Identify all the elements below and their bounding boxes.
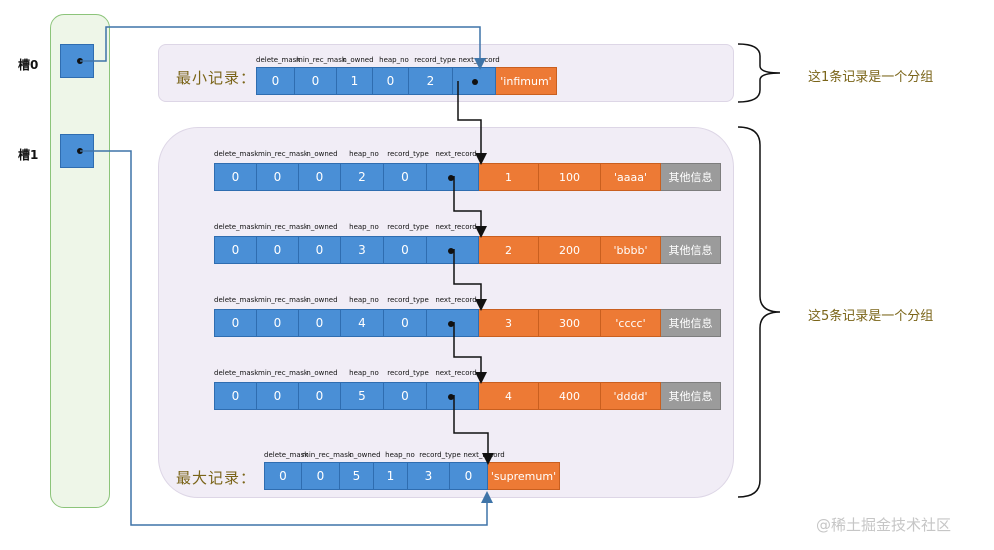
slot-directory [50,14,110,508]
pointer-dot [448,248,454,254]
record-type-cell: 0 [384,163,427,191]
group-1-label: 这5条记录是一个分组 [808,309,934,324]
heap-no-cell: 0 [373,67,409,95]
delete-mask-cell: 0 [214,382,257,410]
id-cell: 3 [479,309,539,337]
str-cell: 'cccc' [601,309,661,337]
heap-no-cell: 5 [341,382,384,410]
n-owned-cell: 0 [299,236,341,264]
delete-mask-cell: 0 [214,236,257,264]
next-record-cell: 0 [450,462,488,490]
supremum-name-cell: 'supremum' [488,462,560,490]
record-4-next-pointer [453,395,494,465]
record-type-cell: 3 [408,462,450,490]
supremum-record: 0 0 5 1 3 0 'supremum' [264,462,560,490]
min-rec-mask-cell: 0 [295,67,337,95]
record-2-next-pointer [453,249,487,311]
group-1-brace [737,126,781,498]
delete-mask-cell: 0 [214,163,257,191]
slot-0-pointer [80,26,486,70]
watermark: @稀土掘金技术社区 [816,516,952,534]
next-record-cell [427,163,479,191]
delete-mask-cell: 0 [214,309,257,337]
other-info-cell: 其他信息 [661,382,721,410]
pointer-dot [448,321,454,327]
supremum-label: 最大记录： [176,469,257,487]
record-type-cell: 0 [384,236,427,264]
str-cell: 'aaaa' [601,163,661,191]
infimum-next-pointer [457,81,487,165]
n-owned-cell: 5 [340,462,374,490]
record-type-cell: 2 [409,67,453,95]
record-1-next-pointer [453,176,487,238]
pointer-dot [448,394,454,400]
group-0-brace [737,43,781,103]
heap-no-cell: 4 [341,309,384,337]
infimum-name-cell: 'infimum' [496,67,557,95]
heap-no-cell: 1 [374,462,408,490]
n-owned-cell: 0 [299,163,341,191]
num-cell: 100 [539,163,601,191]
min-rec-mask-cell: 0 [302,462,340,490]
heap-no-cell: 2 [341,163,384,191]
other-info-cell: 其他信息 [661,236,721,264]
other-info-cell: 其他信息 [661,163,721,191]
n-owned-cell: 0 [299,382,341,410]
min-rec-mask-cell: 0 [257,163,299,191]
record-type-cell: 0 [384,382,427,410]
slot-1-pointer [80,150,493,526]
pointer-dot [448,175,454,181]
delete-mask-cell: 0 [256,67,295,95]
other-info-cell: 其他信息 [661,309,721,337]
record-3-next-pointer [453,322,487,384]
str-cell: 'dddd' [601,382,661,410]
record-type-cell: 0 [384,309,427,337]
heap-no-cell: 3 [341,236,384,264]
slot-0-label: 槽0 [18,58,39,72]
id-cell: 4 [479,382,539,410]
str-cell: 'bbbb' [601,236,661,264]
num-cell: 200 [539,236,601,264]
next-record-cell [453,67,496,95]
next-record-cell [427,236,479,264]
min-rec-mask-cell: 0 [257,236,299,264]
id-cell: 2 [479,236,539,264]
n-owned-cell: 0 [299,309,341,337]
slot-1-label: 槽1 [18,148,39,162]
delete-mask-cell: 0 [264,462,302,490]
group-0-label: 这1条记录是一个分组 [808,70,934,85]
next-record-cell [427,309,479,337]
next-record-cell [427,382,479,410]
infimum-record: 0 0 1 0 2 'infimum' [256,67,557,95]
id-cell: 1 [479,163,539,191]
infimum-label: 最小记录： [176,69,257,87]
n-owned-cell: 1 [337,67,373,95]
num-cell: 400 [539,382,601,410]
min-rec-mask-cell: 0 [257,382,299,410]
min-rec-mask-cell: 0 [257,309,299,337]
num-cell: 300 [539,309,601,337]
